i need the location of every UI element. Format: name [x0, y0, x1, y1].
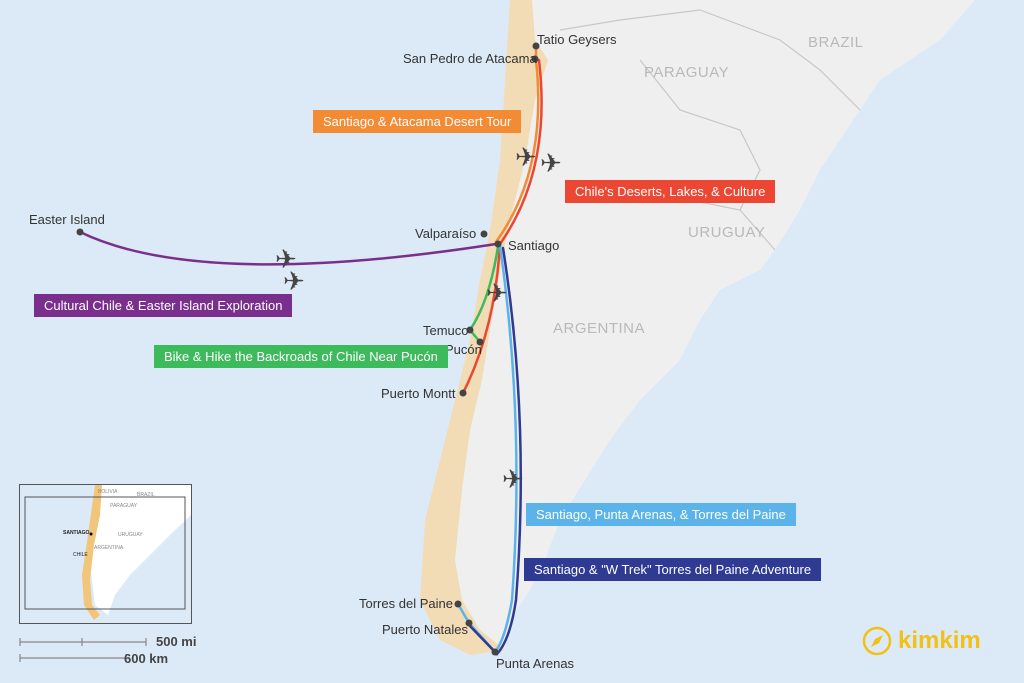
inset-brazil: BRAZIL	[137, 492, 155, 498]
route-punta-arenas	[456, 244, 518, 654]
plane-icons: ✈ ✈ ✈ ✈ ✈ ✈	[275, 142, 562, 494]
route-w-trek	[468, 246, 523, 656]
label-valparaiso: Valparaíso	[415, 226, 477, 241]
country-argentina: ARGENTINA	[553, 320, 646, 337]
label-puerto-montt: Puerto Montt	[381, 386, 456, 401]
label-temuco: Temuco	[423, 323, 469, 338]
tour-w-trek[interactable]: Santiago & "W Trek" Torres del Paine Adv…	[524, 558, 822, 581]
country-brazil: BRAZIL	[808, 34, 864, 51]
plane-icon: ✈	[283, 266, 305, 296]
country-paraguay: PARAGUAY	[644, 64, 730, 81]
scale-miles: 500 mi	[156, 634, 197, 649]
plane-icon: ✈	[540, 148, 562, 178]
kimkim-logo: kimkim	[862, 626, 981, 656]
compass-icon	[862, 626, 892, 656]
tour-deserts-lakes[interactable]: Chile's Deserts, Lakes, & Culture	[565, 180, 776, 203]
scale-km: 600 km	[124, 651, 169, 666]
inset-paraguay: PARAGUAY	[110, 503, 138, 509]
tour-atacama[interactable]: Santiago & Atacama Desert Tour	[313, 110, 522, 133]
label-pucon: Pucón	[445, 342, 482, 357]
tour-pucon[interactable]: Bike & Hike the Backroads of Chile Near …	[154, 345, 448, 368]
label-natales: Puerto Natales	[382, 622, 468, 637]
label-san-pedro: San Pedro de Atacama	[403, 51, 537, 66]
route-easter-island	[78, 230, 498, 266]
label-easter-island: Easter Island	[29, 212, 105, 227]
scale-bar	[19, 638, 147, 662]
chile-territory	[420, 0, 548, 655]
plane-icon: ✈	[515, 142, 537, 172]
logo-text: kimkim	[898, 627, 981, 654]
plane-icon: ✈	[486, 278, 508, 308]
label-santiago: Santiago	[508, 238, 560, 253]
inset-chile: CHILE	[73, 552, 88, 558]
label-torres: Torres del Paine	[359, 596, 453, 611]
place-markers	[76, 42, 540, 656]
label-tatio: Tatio Geysers	[537, 32, 617, 47]
inset-map: BOLIVIA BRAZIL PARAGUAY SANTIAGO URUGUAY…	[19, 484, 192, 624]
tour-easter-island[interactable]: Cultural Chile & Easter Island Explorati…	[34, 294, 293, 317]
route-atacama	[494, 44, 540, 244]
route-deserts-lakes	[461, 58, 543, 395]
land-south-america	[420, 0, 975, 655]
plane-icon: ✈	[275, 244, 297, 274]
inset-uruguay: URUGUAY	[118, 532, 143, 538]
inset-santiago: SANTIAGO	[63, 530, 90, 536]
tour-punta-arenas[interactable]: Santiago, Punta Arenas, & Torres del Pai…	[526, 503, 796, 526]
inset-argentina: ARGENTINA	[94, 545, 124, 551]
inset-bolivia: BOLIVIA	[98, 489, 118, 495]
country-uruguay: URUGUAY	[688, 224, 766, 241]
plane-icon: ✈	[502, 464, 524, 494]
label-punta-arenas: Punta Arenas	[496, 656, 575, 671]
